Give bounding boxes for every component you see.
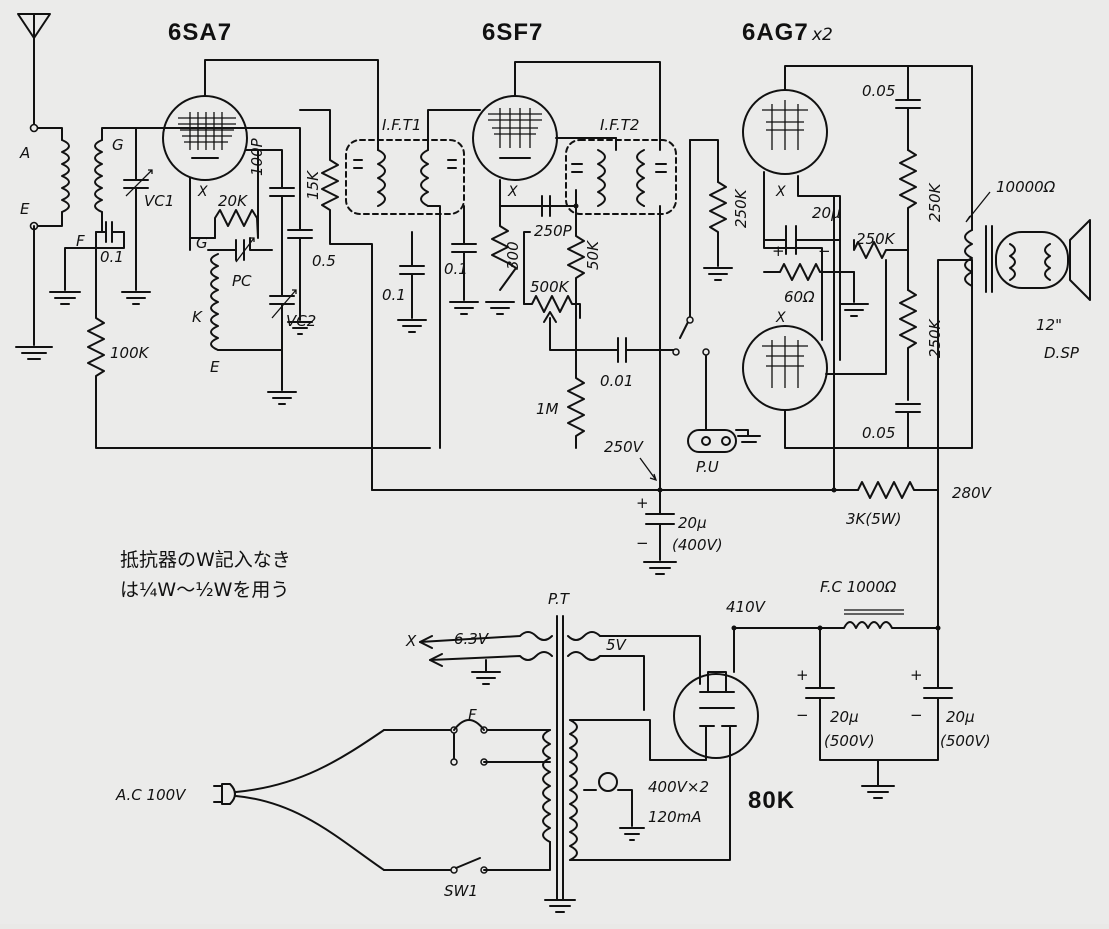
power-switch-sw1 (455, 857, 481, 869)
antenna-terminal-a (29, 123, 39, 133)
label-c-20u-500b-v: (500V) (940, 732, 991, 750)
tube-count-label: x2 (811, 25, 833, 45)
cap-plus-1: + (772, 242, 785, 260)
label-5v: 5V (606, 636, 628, 654)
label-speaker-size: 12" (1036, 316, 1062, 334)
antenna-symbol (17, 13, 51, 129)
label-63v: 6.3V (454, 630, 490, 648)
label-fuse: F (468, 706, 477, 724)
cap-minus-400: − (636, 534, 649, 552)
cap-minus-500a: − (796, 706, 809, 724)
label-r-20k: 20K (218, 192, 248, 210)
label-c-100p: 100P (248, 137, 266, 176)
label-c-01-ant: 0.1 (100, 248, 124, 266)
label-r-100k: 100K (110, 344, 150, 362)
label-r-250k-b: 250K (926, 182, 944, 222)
label-r-250k-c: 250K (926, 318, 944, 358)
tube-6sf7: X (472, 95, 558, 200)
note-line-1: 抵抗器のW記入なき (120, 549, 291, 571)
label-c-20u-400v: (400V) (672, 536, 723, 554)
ac-plug (213, 783, 236, 805)
label-r-1m: 1M (536, 400, 559, 418)
label-ac: A.C 100V (115, 786, 187, 804)
label-c-005-top: 0.05 (862, 82, 895, 100)
cap-minus-500b: − (910, 706, 923, 724)
label-sec: 400V×2 (648, 778, 709, 796)
label-f: F (76, 232, 85, 250)
antenna-coil-secondary (94, 139, 103, 213)
label-c-01-b: 0.1 (444, 260, 468, 278)
heater-x-mixer: X (197, 184, 208, 200)
label-pu: P.U (696, 458, 719, 476)
label-ift2: I.F.T2 (600, 116, 639, 134)
label-410v: 410V (726, 598, 767, 616)
label-e: E (20, 200, 30, 218)
label-r-3k: 3K(5W) (846, 510, 901, 528)
tube-label-6sf7: 6SF7 (482, 19, 543, 46)
antenna-coil-primary (61, 139, 70, 213)
tube-label-6sa7: 6SA7 (168, 19, 232, 46)
pickup-jack (687, 429, 737, 453)
label-r-250k-a: 250K (856, 230, 896, 248)
label-c-250p: 250P (534, 222, 573, 240)
label-280v: 280V (952, 484, 993, 502)
label-pc: PC (232, 272, 252, 290)
label-r-300: 300 (504, 241, 522, 270)
fuse (453, 719, 485, 731)
label-r-60: 60Ω (784, 288, 815, 306)
label-250v: 250V (604, 438, 645, 456)
label-c-20u-400: 20μ (678, 514, 707, 532)
label-x: X (405, 632, 417, 650)
tube-label-6ag7: 6AG7 (742, 19, 809, 46)
speaker-transformer (995, 231, 1069, 289)
ift2-can (565, 139, 677, 215)
heater-x-if: X (507, 184, 518, 200)
label-r-50k: 50K (584, 240, 602, 270)
cap-plus-400: + (636, 494, 649, 512)
tube-80k (673, 671, 759, 759)
label-c-01-a: 0.1 (382, 286, 406, 304)
tube-label-80k: 80K (748, 787, 795, 814)
label-osc-e: E (210, 358, 220, 376)
label-c-20u-500b: 20μ (946, 708, 975, 726)
label-speaker-type: D.SP (1044, 344, 1080, 362)
cap-minus-1: − (818, 242, 831, 260)
label-osc-g: G (196, 234, 208, 252)
label-ift1: I.F.T1 (382, 116, 421, 134)
tube-6sa7: X (162, 95, 248, 200)
ift1-can (345, 139, 465, 215)
cap-plus-500a: + (796, 666, 809, 684)
label-r-500k: 500K (530, 278, 570, 296)
label-fc: F.C 1000Ω (820, 578, 897, 596)
label-vc1: VC1 (144, 192, 174, 210)
label-a: A (19, 144, 30, 162)
label-r-15k: 15K (304, 170, 322, 200)
power-transformer-core (556, 615, 564, 901)
label-pt: P.T (548, 590, 571, 608)
label-r-250k-grid: 250K (732, 188, 750, 228)
note-line-2: は¼W～½Wを用う (120, 579, 289, 601)
label-sw1: SW1 (444, 882, 478, 900)
pilot-lamp (598, 772, 618, 792)
label-sec-i: 120mA (648, 808, 702, 826)
heater-x-out2: X (775, 310, 786, 326)
label-c-20u-500a-v: (500V) (824, 732, 875, 750)
selector-switch (672, 348, 680, 356)
tube-6ag7-bottom: X (742, 310, 828, 411)
tube-6ag7-top: X (742, 89, 828, 200)
label-c-20u: 20μ (812, 204, 841, 222)
label-c-001: 0.01 (600, 372, 633, 390)
heater-x-out1: X (775, 184, 786, 200)
label-g-ant: G (112, 136, 124, 154)
label-c-05: 0.5 (312, 252, 336, 270)
label-c-005-bot: 0.05 (862, 424, 895, 442)
label-out-tr: 10000Ω (996, 178, 1056, 196)
speaker-cone (1069, 219, 1091, 301)
label-osc-k: K (192, 308, 203, 326)
cap-plus-500b: + (910, 666, 923, 684)
label-c-20u-500a: 20μ (830, 708, 859, 726)
